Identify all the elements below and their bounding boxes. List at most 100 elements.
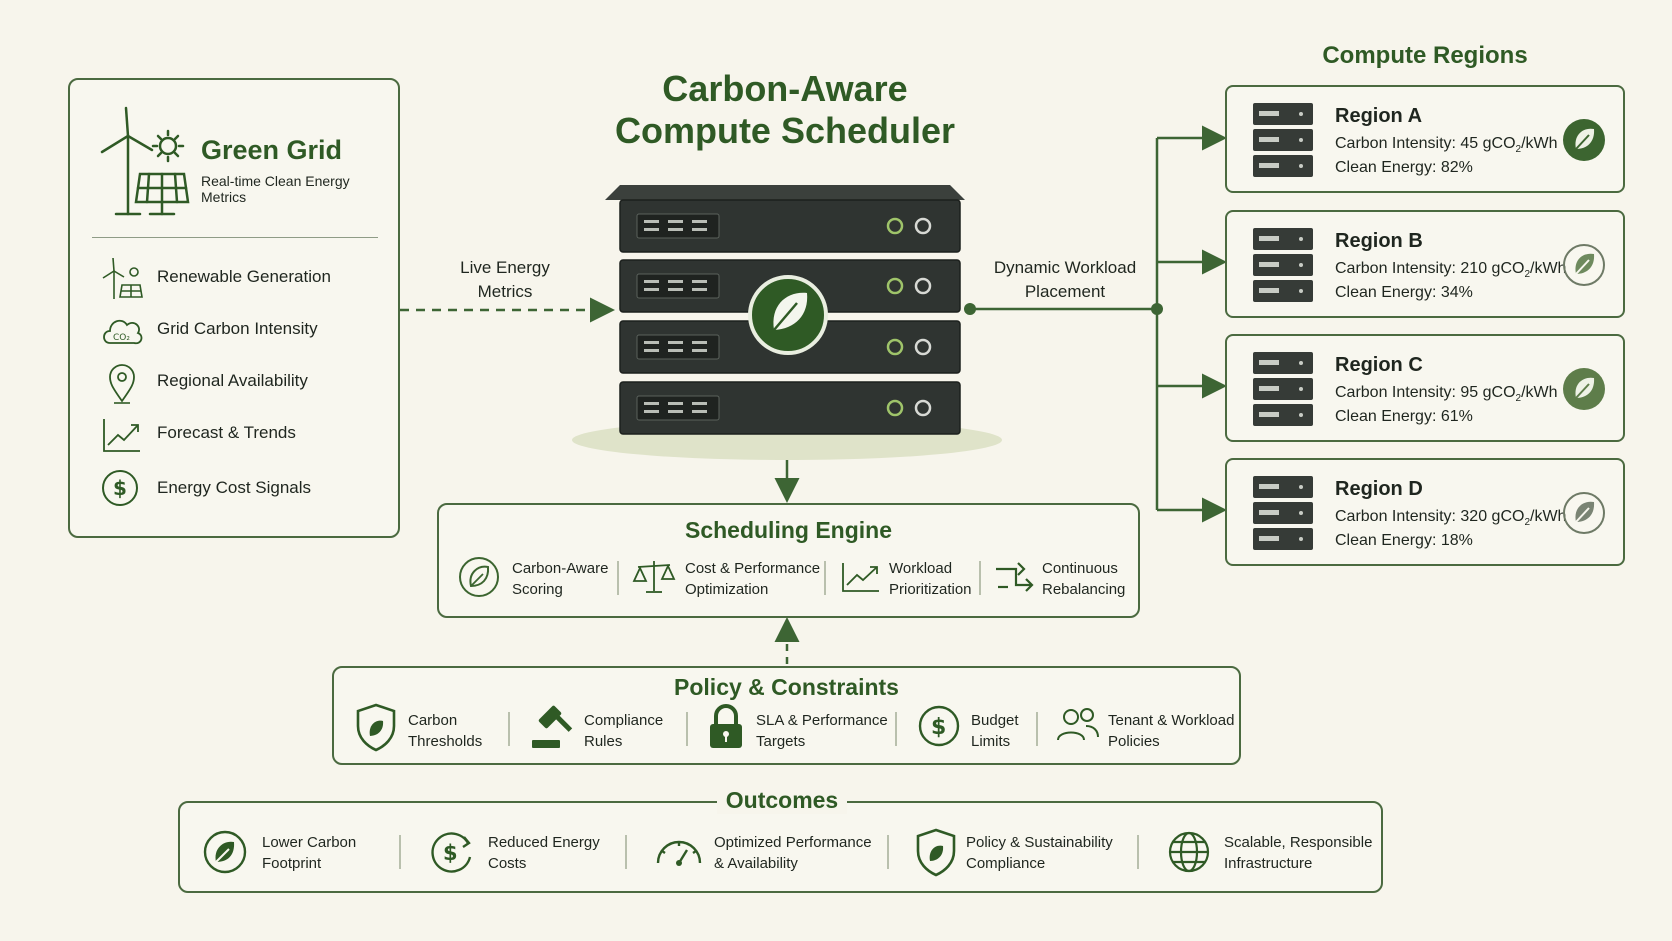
server-rack-icon [1253,103,1313,177]
green-grid-panel: Green Grid Real-time Clean Energy Metric… [68,78,400,538]
grid-item-label: Forecast & Trends [157,423,296,442]
globe-icon [1168,831,1210,873]
svg-text:$: $ [931,715,946,740]
dynamic-placement-label: Dynamic Workload Placement [993,258,1137,301]
grid-item-renewable: Renewable Generation [100,257,331,299]
divider [508,712,510,746]
region-name: Region D [1335,478,1423,500]
region-card-d[interactable]: Region D Carbon Intensity: 320 gCO2/kWh … [1225,458,1625,566]
divider [887,835,889,869]
outcomes-title: Outcomes [717,787,847,814]
page-title: Carbon-Aware Compute Scheduler [560,68,1010,152]
server-rack-icon [1253,352,1313,426]
clean-energy: Clean Energy: 61% [1335,408,1473,425]
location-pin-icon [109,364,135,404]
trend-chart-icon [103,419,140,452]
title-line-2: Compute Scheduler [614,110,956,151]
region-card-c[interactable]: Region C Carbon Intensity: 95 gCO2/kWh C… [1225,334,1625,442]
balance-scale-icon [632,561,676,593]
grid-item-forecast: Forecast & Trends [100,413,296,453]
region-card-a[interactable]: Region A Carbon Intensity: 45 gCO2/kWh C… [1225,85,1625,193]
rebalance-arrows-icon [996,562,1034,592]
leaf-circle-icon [203,830,247,874]
divider [686,712,688,746]
title-line-1: Carbon-Aware [662,68,908,109]
carbon-intensity: Carbon Intensity: 320 gCO2/kWh [1335,508,1567,529]
leaf-circle-icon [459,557,499,597]
green-grid-divider [92,237,378,238]
grid-item-label: Energy Cost Signals [157,478,312,497]
grid-item-label: Grid Carbon Intensity [157,319,318,338]
clean-energy: Clean Energy: 82% [1335,159,1473,176]
gauge-icon [656,840,702,866]
svg-text:CO₂: CO₂ [113,333,130,343]
leaf-badge-outline-icon [1563,492,1605,534]
svg-text:$: $ [113,476,127,500]
carbon-intensity: Carbon Intensity: 95 gCO2/kWh [1335,384,1558,405]
divider [1036,712,1038,746]
divider [895,712,897,746]
users-icon [1057,708,1099,741]
policy-title: Policy & Constraints [674,674,899,700]
dollar-icon: $ [918,705,960,747]
carbon-intensity: Carbon Intensity: 210 gCO2/kWh [1335,260,1567,281]
clean-energy: Clean Energy: 18% [1335,532,1473,549]
green-grid-subtitle: Real-time Clean Energy Metrics [201,173,350,205]
gavel-icon [532,705,573,748]
live-energy-label: Live Energy Metrics [460,258,550,301]
grid-item-regional: Regional Availability [100,361,308,404]
region-name: Region A [1335,105,1423,127]
dollar-icon: $ [102,470,138,506]
grid-item-cost: $ Energy Cost Signals [100,468,311,508]
server-rack-icon [1253,228,1313,302]
svg-text:$: $ [443,841,458,865]
divider [979,561,981,595]
lock-icon [710,704,742,748]
divider [824,561,826,595]
compute-regions-title: Compute Regions [1322,42,1528,69]
wind-solar-icon [100,106,190,216]
outcome-item-performance: Optimized Performance& Availability [654,829,872,880]
grid-item-carbon-intensity: CO₂ Grid Carbon Intensity [100,309,318,349]
scheduling-engine-title: Scheduling Engine [684,517,892,543]
divider [617,561,619,595]
shield-leaf-icon [916,828,956,877]
leaf-badge-filled-icon [1563,368,1605,410]
leaf-badge-outline-icon [1563,244,1605,286]
region-card-b[interactable]: Region B Carbon Intensity: 210 gCO2/kWh … [1225,210,1625,318]
grid-item-label: Renewable Generation [157,267,331,286]
divider [1137,835,1139,869]
co2-cloud-icon: CO₂ [103,319,143,345]
dollar-arrows-icon: $ [431,832,472,873]
region-name: Region B [1335,230,1423,252]
leaf-badge-filled-icon [1563,119,1605,161]
green-grid-title: Green Grid [201,135,343,165]
region-name: Region C [1335,354,1423,376]
carbon-intensity: Carbon Intensity: 45 gCO2/kWh [1335,135,1558,156]
trend-chart-icon [842,563,879,592]
shield-leaf-icon [356,703,396,752]
clean-energy: Clean Energy: 34% [1335,284,1473,301]
divider [625,835,627,869]
grid-item-label: Regional Availability [157,371,308,390]
server-rack-icon [1253,476,1313,550]
wind-solar-icon [102,257,143,299]
divider [399,835,401,869]
